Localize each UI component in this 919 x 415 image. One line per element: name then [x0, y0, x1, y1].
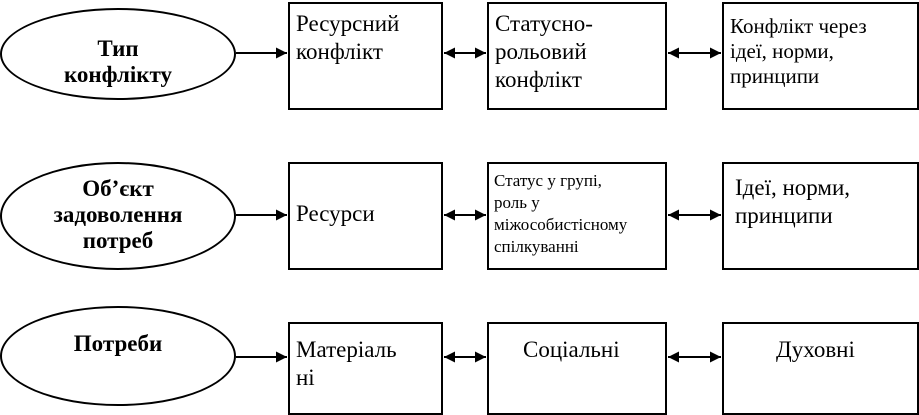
ellipse-needs-label: Потреби — [73, 331, 163, 356]
box-ideas-conflict-text: Конфлікт через ідеї, норми, принципи — [730, 14, 867, 88]
box-material-text: Матеріаль ні — [296, 337, 397, 390]
box-resources-text: Ресурси — [296, 201, 375, 226]
ellipse-conflict-type — [0, 8, 236, 100]
box-group-status — [487, 162, 667, 270]
box-status-role-conflict — [487, 2, 667, 110]
box-resource-conflict — [288, 2, 443, 110]
box-resources — [288, 162, 443, 270]
box-ideas-norms-text: Ідеї, норми, принципи — [735, 175, 851, 228]
box-group-status-text: Статус у групі, роль у міжособистісному … — [494, 171, 628, 256]
box-spiritual — [722, 322, 919, 415]
box-social-text: Соціальні — [523, 337, 620, 362]
box-ideas-norms — [722, 162, 919, 270]
ellipse-needs — [0, 306, 236, 406]
box-spiritual-text: Духовні — [776, 337, 855, 362]
ellipse-needs-object — [0, 162, 236, 270]
box-resource-conflict-text: Ресурсний конфлікт — [296, 11, 400, 64]
ellipse-needs-object-label: Об’єкт задоволення потреб — [53, 176, 183, 253]
box-material — [288, 322, 443, 415]
box-ideas-conflict — [722, 2, 919, 110]
ellipse-conflict-type-label: Тип конфлікту — [63, 36, 173, 87]
box-social — [487, 322, 667, 415]
box-status-role-conflict-text: Статусно- рольовий конфлікт — [495, 11, 593, 92]
